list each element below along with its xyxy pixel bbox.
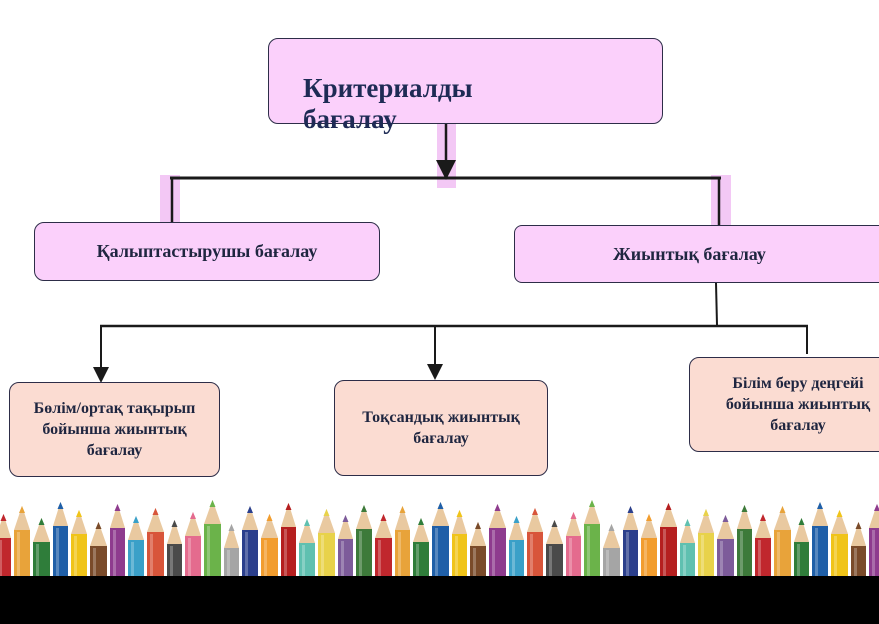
connector-band-right — [711, 175, 731, 227]
unit-summative-node: Бөлім/ортақ тақырып бойынша жиынтық баға… — [9, 382, 220, 477]
quarterly-summative-node: Тоқсандық жиынтық бағалау — [334, 380, 548, 476]
summative-assessment-node: Жиынтық бағалау — [514, 225, 879, 283]
level-summative-label: Білім беру деңгейі бойынша жиынтық бағал… — [725, 375, 871, 434]
root-label: Критериалды бағалау — [303, 73, 473, 134]
formative-assessment-label: Қалыптастырушы бағалау — [96, 241, 318, 261]
root-node: Критериалды бағалау — [268, 38, 663, 134]
level-summative-node: Білім беру деңгейі бойынша жиынтық бағал… — [689, 357, 879, 452]
unit-summative-label: Бөлім/ортақ тақырып бойынша жиынтық баға… — [33, 400, 196, 459]
formative-assessment-node: Қалыптастырушы бағалау — [34, 222, 380, 281]
quarterly-summative-label: Тоқсандық жиынтық бағалау — [362, 409, 520, 447]
colored-pencils-image — [0, 500, 879, 576]
summative-assessment-label: Жиынтық бағалау — [613, 243, 766, 264]
connector-band-left — [160, 175, 180, 223]
footer-bar — [0, 576, 879, 624]
summative-stem — [715, 282, 718, 326]
